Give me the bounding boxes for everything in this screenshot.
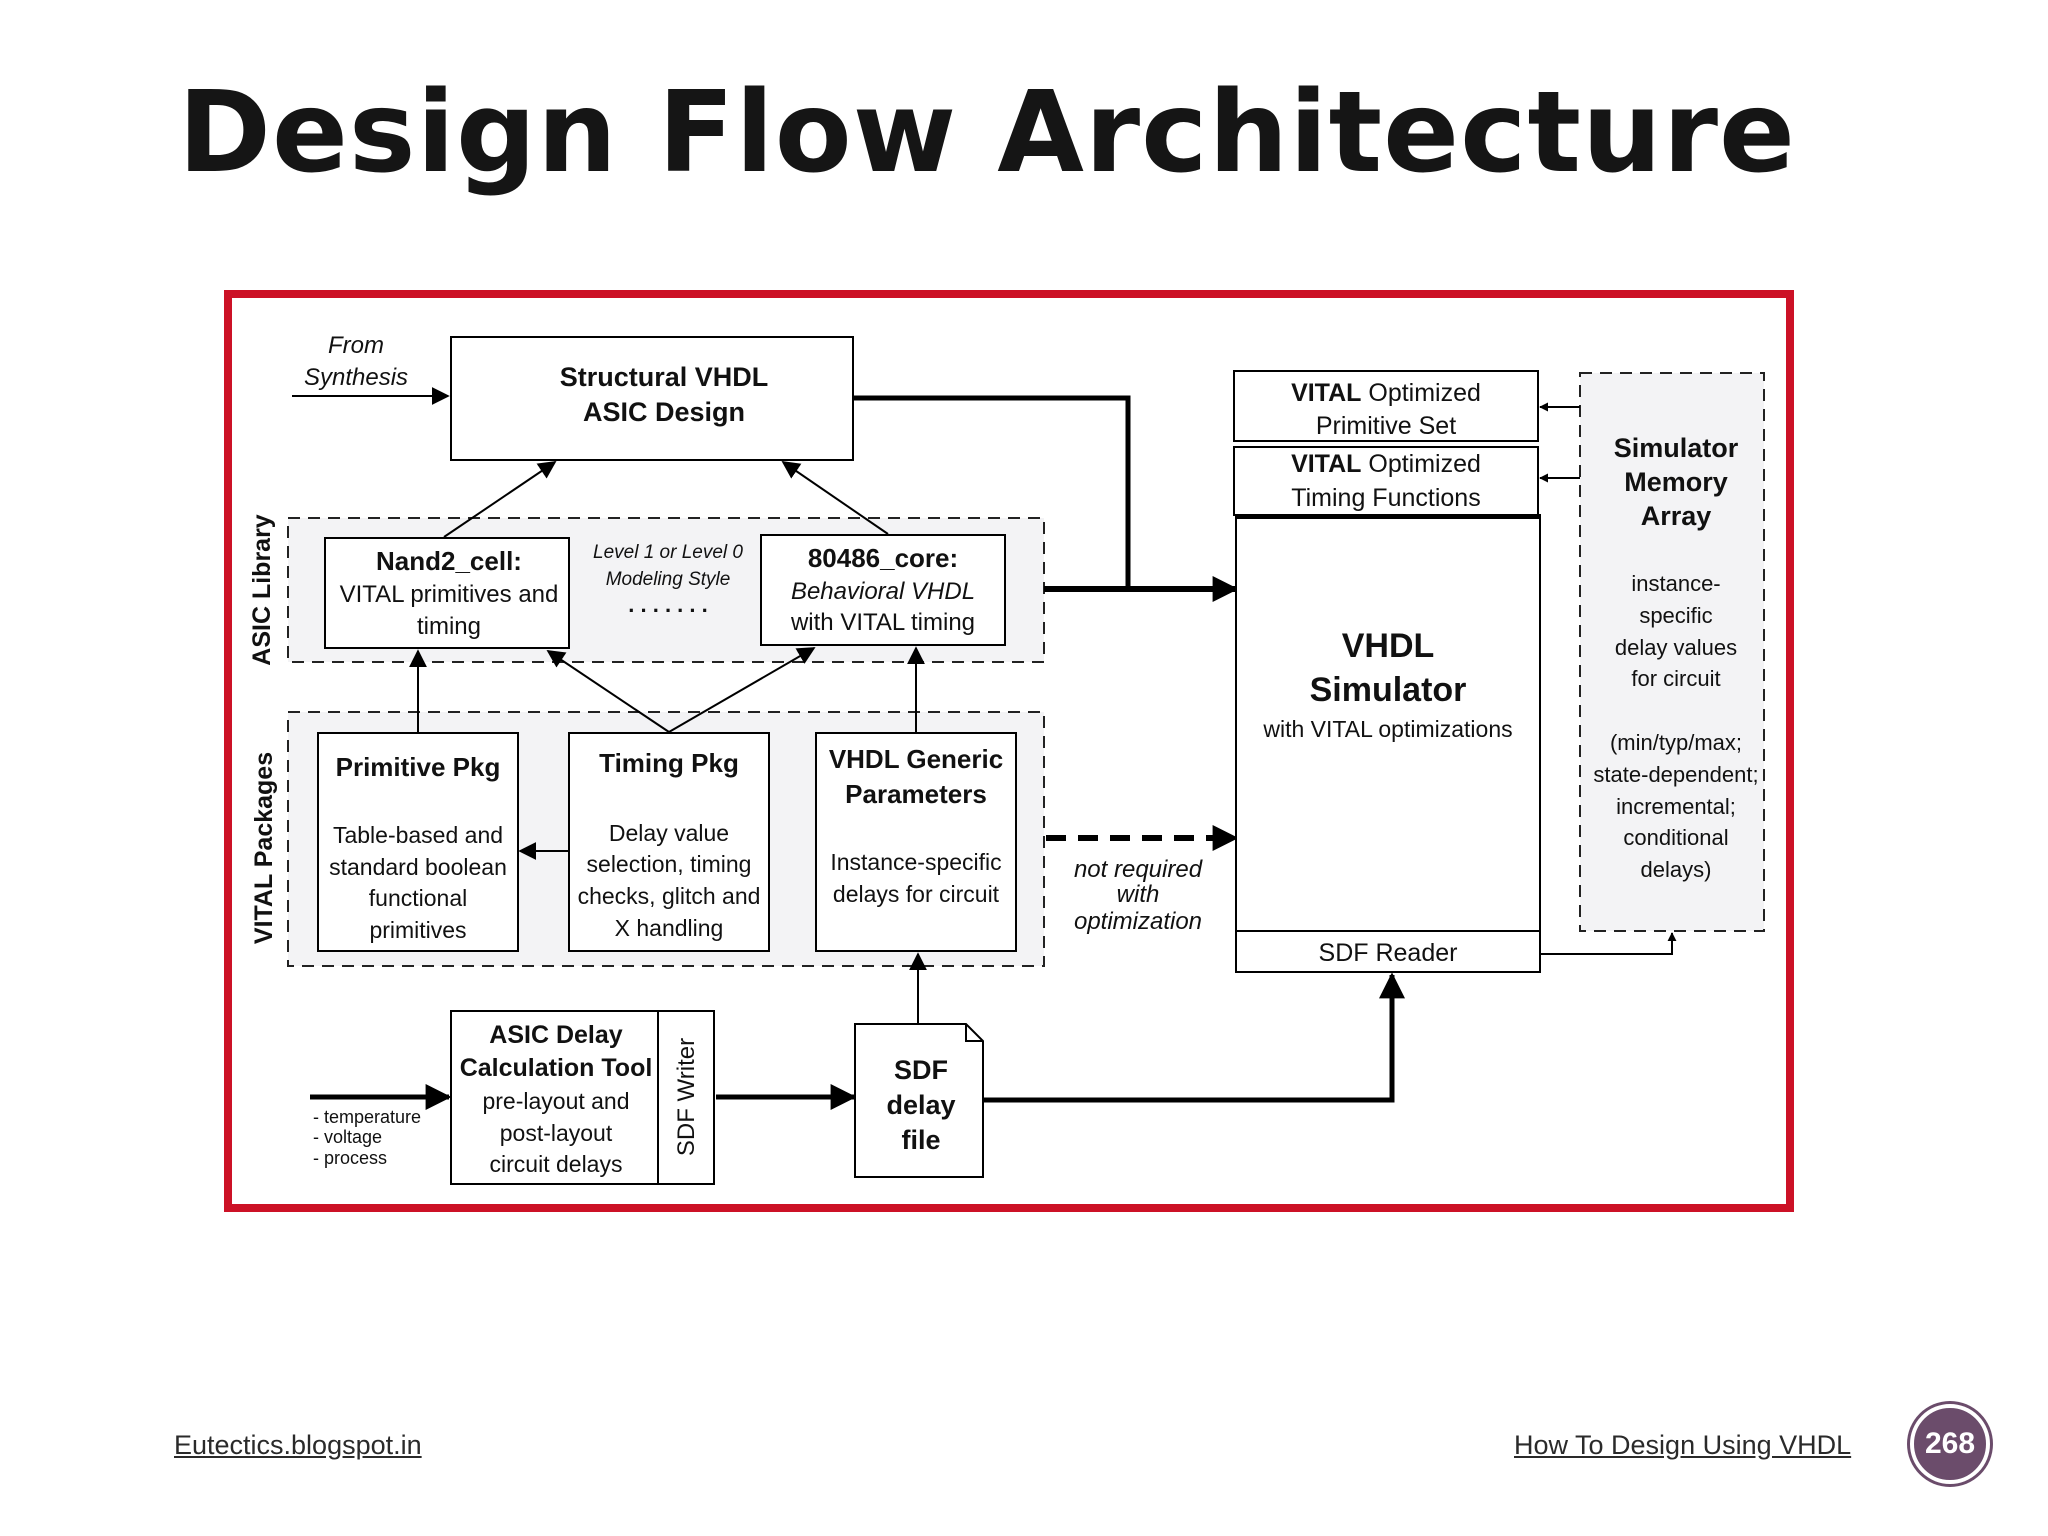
structural-line2: ASIC Design — [583, 397, 745, 427]
synthesis-label: Synthesis — [304, 364, 408, 391]
timing-pkg-box — [568, 732, 770, 952]
vital-timing-bold: VITAL — [1291, 450, 1361, 478]
memory-line8: incremental; — [1616, 794, 1736, 819]
memory-line2: specific — [1639, 603, 1712, 628]
sdf-file-corner — [965, 1024, 983, 1042]
memory-line7: state-dependent; — [1593, 762, 1758, 787]
nand2-title: Nand2_cell: — [376, 546, 522, 576]
sdf-file-line3: file — [901, 1125, 940, 1155]
memory-line3: delay values — [1615, 635, 1737, 660]
memory-title-line1: Simulator — [1614, 433, 1739, 463]
structural-vhdl-box — [450, 336, 854, 461]
input-temperature: - temperature — [313, 1107, 421, 1127]
modeling-dots: . . . . . . . — [628, 592, 707, 617]
vital-timing-line2: Timing Functions — [1291, 484, 1480, 512]
primitive-pkg-box — [317, 732, 519, 952]
sdf-file-document — [854, 1023, 984, 1178]
vital-timing-line1: VITAL Optimized — [1291, 450, 1481, 478]
generic-title-line2: Parameters — [845, 779, 987, 809]
sdf-reader-to-memory-arrow — [1540, 932, 1677, 955]
memory-title-line2: Memory — [1624, 467, 1728, 497]
vital-packages-label: VITAL Packages — [250, 752, 278, 944]
core-box — [760, 534, 1006, 646]
sdf-reader-label: SDF Reader — [1319, 939, 1458, 967]
not-required-line2: with — [1117, 881, 1160, 908]
vital-primitive-line1: VITAL Optimized — [1291, 379, 1481, 407]
nand2-line2: timing — [417, 613, 481, 640]
structural-line1: Structural VHDL — [560, 362, 769, 392]
timing-pkg-line3: checks, glitch and — [578, 883, 761, 909]
vital-primitive-rest: Optimized — [1361, 379, 1480, 407]
simulator-title-line1: VHDL — [1342, 627, 1435, 665]
memory-title-line3: Array — [1641, 501, 1712, 531]
simulator-title-line2: Simulator — [1310, 671, 1467, 709]
delay-tool-box — [450, 1010, 715, 1185]
modeling-line1: Level 1 or Level 0 — [593, 542, 743, 563]
timing-pkg-line4: X handling — [615, 915, 724, 941]
vital-primitive-bold: VITAL — [1291, 379, 1361, 407]
simulator-subtitle: with VITAL optimizations — [1262, 716, 1512, 742]
modeling-line2: Modeling Style — [606, 569, 731, 590]
primitive-pkg-line3: functional — [369, 885, 467, 911]
footer-site-link[interactable]: Eutectics.blogspot.in — [174, 1430, 422, 1460]
nand2-cell-box — [324, 537, 570, 649]
delay-tool-title-line2: Calculation Tool — [460, 1054, 653, 1082]
vhdl-simulator-box — [1235, 514, 1541, 973]
nand2-line1: VITAL primitives and — [340, 581, 559, 608]
not-required-line3: optimization — [1074, 908, 1202, 935]
memory-line10: delays) — [1641, 857, 1712, 882]
timing-pkg-title: Timing Pkg — [599, 748, 739, 778]
primitive-pkg-line2: standard boolean — [329, 854, 507, 880]
sdf-file-line1: SDF — [894, 1055, 948, 1085]
delay-tool-line1: pre-layout and — [482, 1088, 629, 1114]
memory-array-region — [1579, 372, 1765, 932]
core-line2: with VITAL timing — [790, 609, 975, 636]
input-voltage: - voltage — [313, 1127, 382, 1147]
timing-pkg-line2: selection, timing — [587, 851, 752, 877]
timing-pkg-line1: Delay value — [609, 820, 729, 846]
delay-tool-line3: circuit delays — [490, 1151, 623, 1177]
memory-line1: instance- — [1631, 571, 1720, 596]
vital-timing-box — [1233, 446, 1539, 516]
core-title: 80486_core: — [808, 543, 958, 573]
page-number-badge: 268 — [1910, 1404, 1990, 1484]
from-label: From — [328, 332, 384, 359]
memory-line9: conditional — [1623, 825, 1728, 850]
delay-tool-title-line1: ASIC Delay — [489, 1021, 622, 1049]
core-line1: Behavioral VHDL — [791, 578, 975, 605]
delay-tool-line2: post-layout — [500, 1120, 613, 1146]
structural-to-simulator-path — [853, 395, 1131, 589]
nand2-to-structural-arrow — [443, 460, 557, 538]
input-process: - process — [313, 1148, 387, 1168]
primitive-pkg-title: Primitive Pkg — [336, 752, 501, 782]
footer-course-link[interactable]: How To Design Using VHDL — [1514, 1430, 1852, 1460]
vital-primitive-box — [1233, 370, 1539, 442]
vital-timing-rest: Optimized — [1361, 450, 1480, 478]
vital-primitive-line2: Primitive Set — [1316, 412, 1456, 440]
timing-to-core-arrow — [668, 647, 816, 733]
core-to-structural-arrow — [781, 460, 889, 535]
asic-library-label: ASIC Library — [248, 514, 276, 666]
timing-to-nand2-arrow — [546, 649, 670, 733]
slide-title: Design Flow Architecture — [178, 68, 1796, 198]
generic-title-line1: VHDL Generic — [829, 744, 1003, 774]
not-required-line1: not required — [1074, 856, 1203, 883]
sdf-file-line2: delay — [886, 1090, 955, 1120]
sdf-file-to-reader-arrow — [983, 972, 1405, 1103]
memory-line4: for circuit — [1631, 666, 1720, 691]
generic-line1: Instance-specific — [830, 849, 1001, 875]
generic-line2: delays for circuit — [833, 881, 1000, 907]
sdf-writer-label: SDF Writer — [673, 1038, 700, 1156]
primitive-pkg-line1: Table-based and — [333, 822, 503, 848]
memory-line6: (min/typ/max; — [1610, 730, 1742, 755]
primitive-pkg-line4: primitives — [369, 917, 466, 943]
generic-params-box — [815, 732, 1017, 952]
